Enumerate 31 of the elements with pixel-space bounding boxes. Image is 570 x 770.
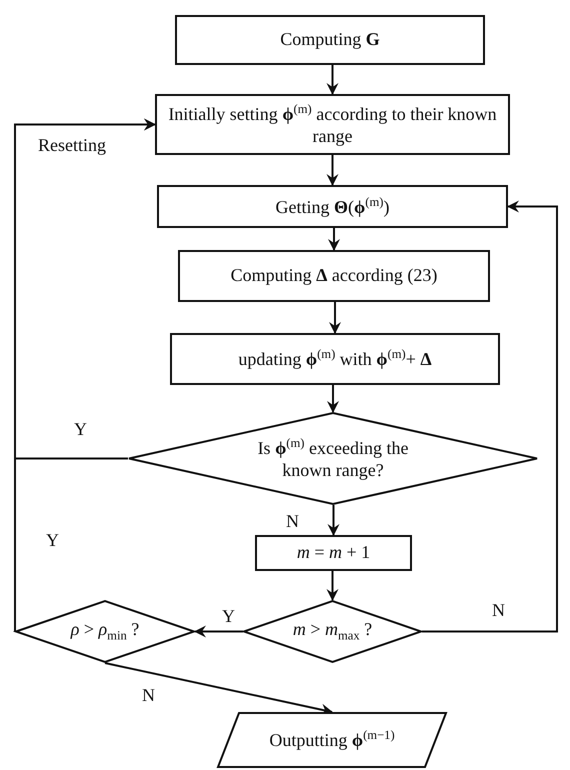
arrow [326,571,338,601]
decision-diamond [15,600,195,663]
arrow [326,65,338,95]
arrow [328,228,340,251]
arrow [14,118,156,632]
process-box [157,185,508,228]
node-text: Getting Θ(ϕ$^{(m)}$) [274,194,390,218]
process-box [155,94,510,155]
output-parallelogram [217,712,447,768]
node-text: m = m + 1 [296,542,372,564]
node-text: Initially setting ϕ$^{(m)}$ according to their known range [167,102,498,148]
process-box [255,535,412,571]
annotation-text: Resetting [38,136,106,156]
arrow [327,385,339,413]
node-text: updating ϕ$^{(m)}$ with ϕ$^{(m)}$+ Δ [237,347,433,371]
process-box [175,15,485,65]
decision-diamond [243,600,422,663]
arrow [329,302,341,334]
arrow [326,155,338,186]
node-text: m > m$_{max}$ ? [292,619,372,644]
node-text: Outputting ϕ$^{(m−1)}$ [269,728,395,752]
arrow [328,505,340,536]
process-box [178,250,490,302]
arrow [422,200,558,632]
node-text: Is ϕ$^{(m)}$ exceeding the known range? [256,436,410,482]
node-text: Computing Δ according (23) [230,265,438,287]
node-text: Computing G [279,29,381,51]
decision-diamond [128,412,538,505]
node-text: ρ > ρ$_{min}$ ? [70,619,140,644]
process-box [170,333,500,385]
arrow [194,626,243,638]
